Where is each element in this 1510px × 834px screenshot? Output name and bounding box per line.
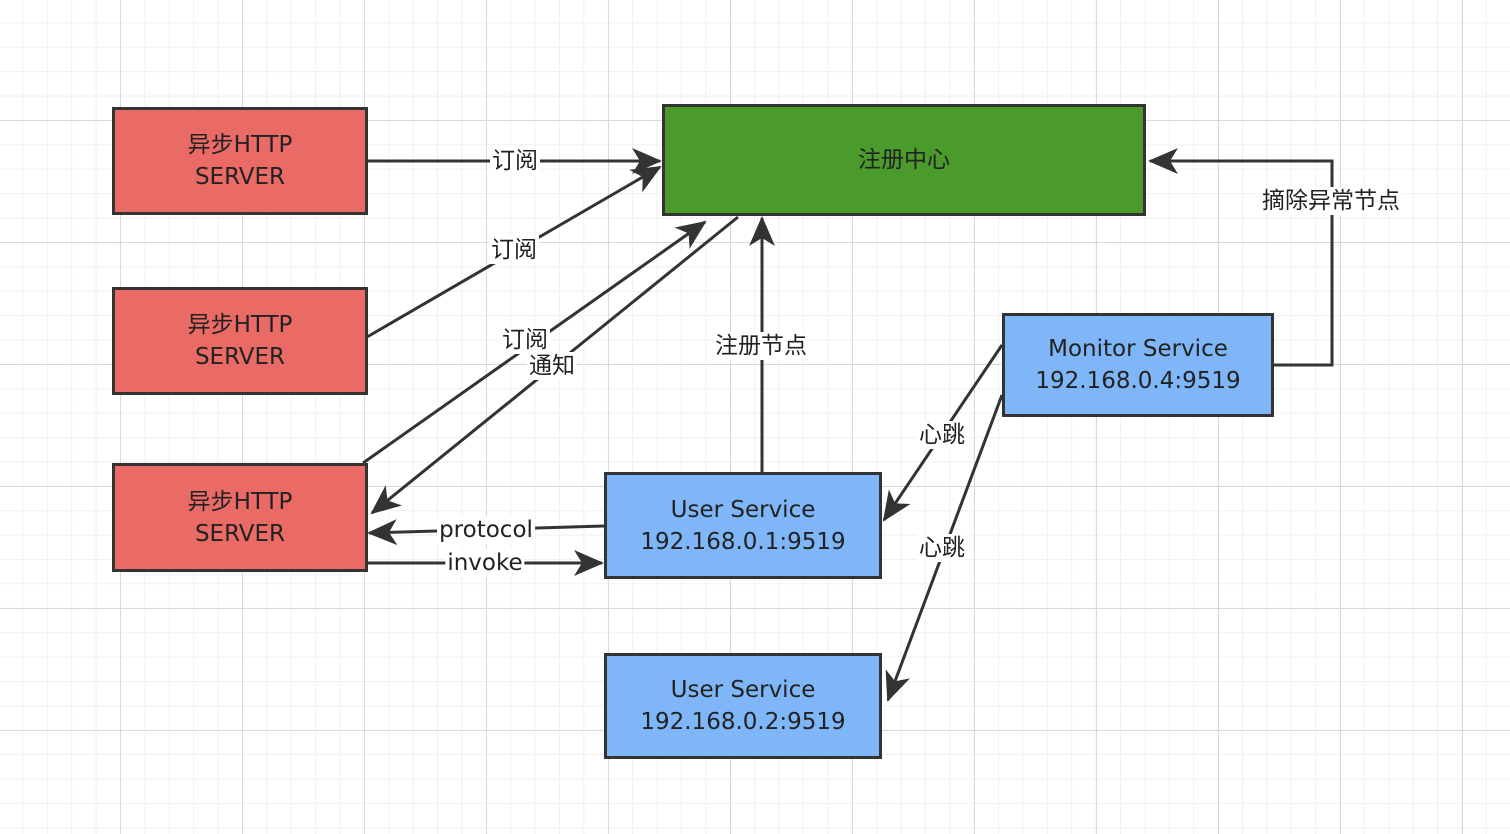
edge-label-invoke: invoke — [445, 549, 525, 577]
edge-label-heartbeat-1: 心跳 — [917, 421, 967, 449]
node-label-line2: SERVER — [194, 520, 286, 547]
node-label-line2: SERVER — [194, 344, 286, 370]
node-label-line1: 异步HTTP — [187, 312, 293, 338]
user-service-1[interactable]: User Service 192.168.0.1:9519 — [604, 472, 882, 579]
edge-label-subscribe-1: 订阅 — [490, 147, 540, 175]
edge-remove-abnormal — [1148, 148, 1334, 367]
node-label-line2: 192.168.0.1:9519 — [640, 528, 846, 555]
user-service-2[interactable]: User Service 192.168.0.2:9519 — [604, 653, 882, 759]
edge-label-register: 注册节点 — [713, 332, 809, 360]
node-label-line2: 192.168.0.4:9519 — [1035, 368, 1241, 394]
node-label-line1: Monitor Service — [1048, 336, 1228, 362]
async-http-server-1[interactable]: 异步HTTP SERVER — [112, 107, 368, 215]
async-http-server-2[interactable]: 异步HTTP SERVER — [112, 287, 368, 395]
node-label-line2: 192.168.0.2:9519 — [640, 709, 846, 735]
node-label-line1: User Service — [670, 677, 816, 703]
node-label-line1: 异步HTTP — [187, 488, 293, 515]
node-label-line1: 异步HTTP — [187, 132, 293, 158]
edge-label-subscribe-3: 订阅 — [500, 326, 550, 354]
node-label-line2: SERVER — [194, 164, 286, 190]
edge-label-notify: 通知 — [527, 352, 577, 380]
edge-label-remove-abnormal: 摘除异常节点 — [1260, 187, 1402, 215]
edge-label-protocol: protocol — [437, 516, 535, 544]
async-http-server-3[interactable]: 异步HTTP SERVER — [112, 463, 368, 572]
edge-label-heartbeat-2: 心跳 — [917, 534, 967, 562]
monitor-service[interactable]: Monitor Service 192.168.0.4:9519 — [1002, 313, 1274, 417]
edge-label-subscribe-2: 订阅 — [489, 236, 539, 264]
node-label: 注册中心 — [858, 147, 950, 173]
registry-center[interactable]: 注册中心 — [662, 104, 1146, 216]
node-label-line1: User Service — [670, 496, 816, 523]
